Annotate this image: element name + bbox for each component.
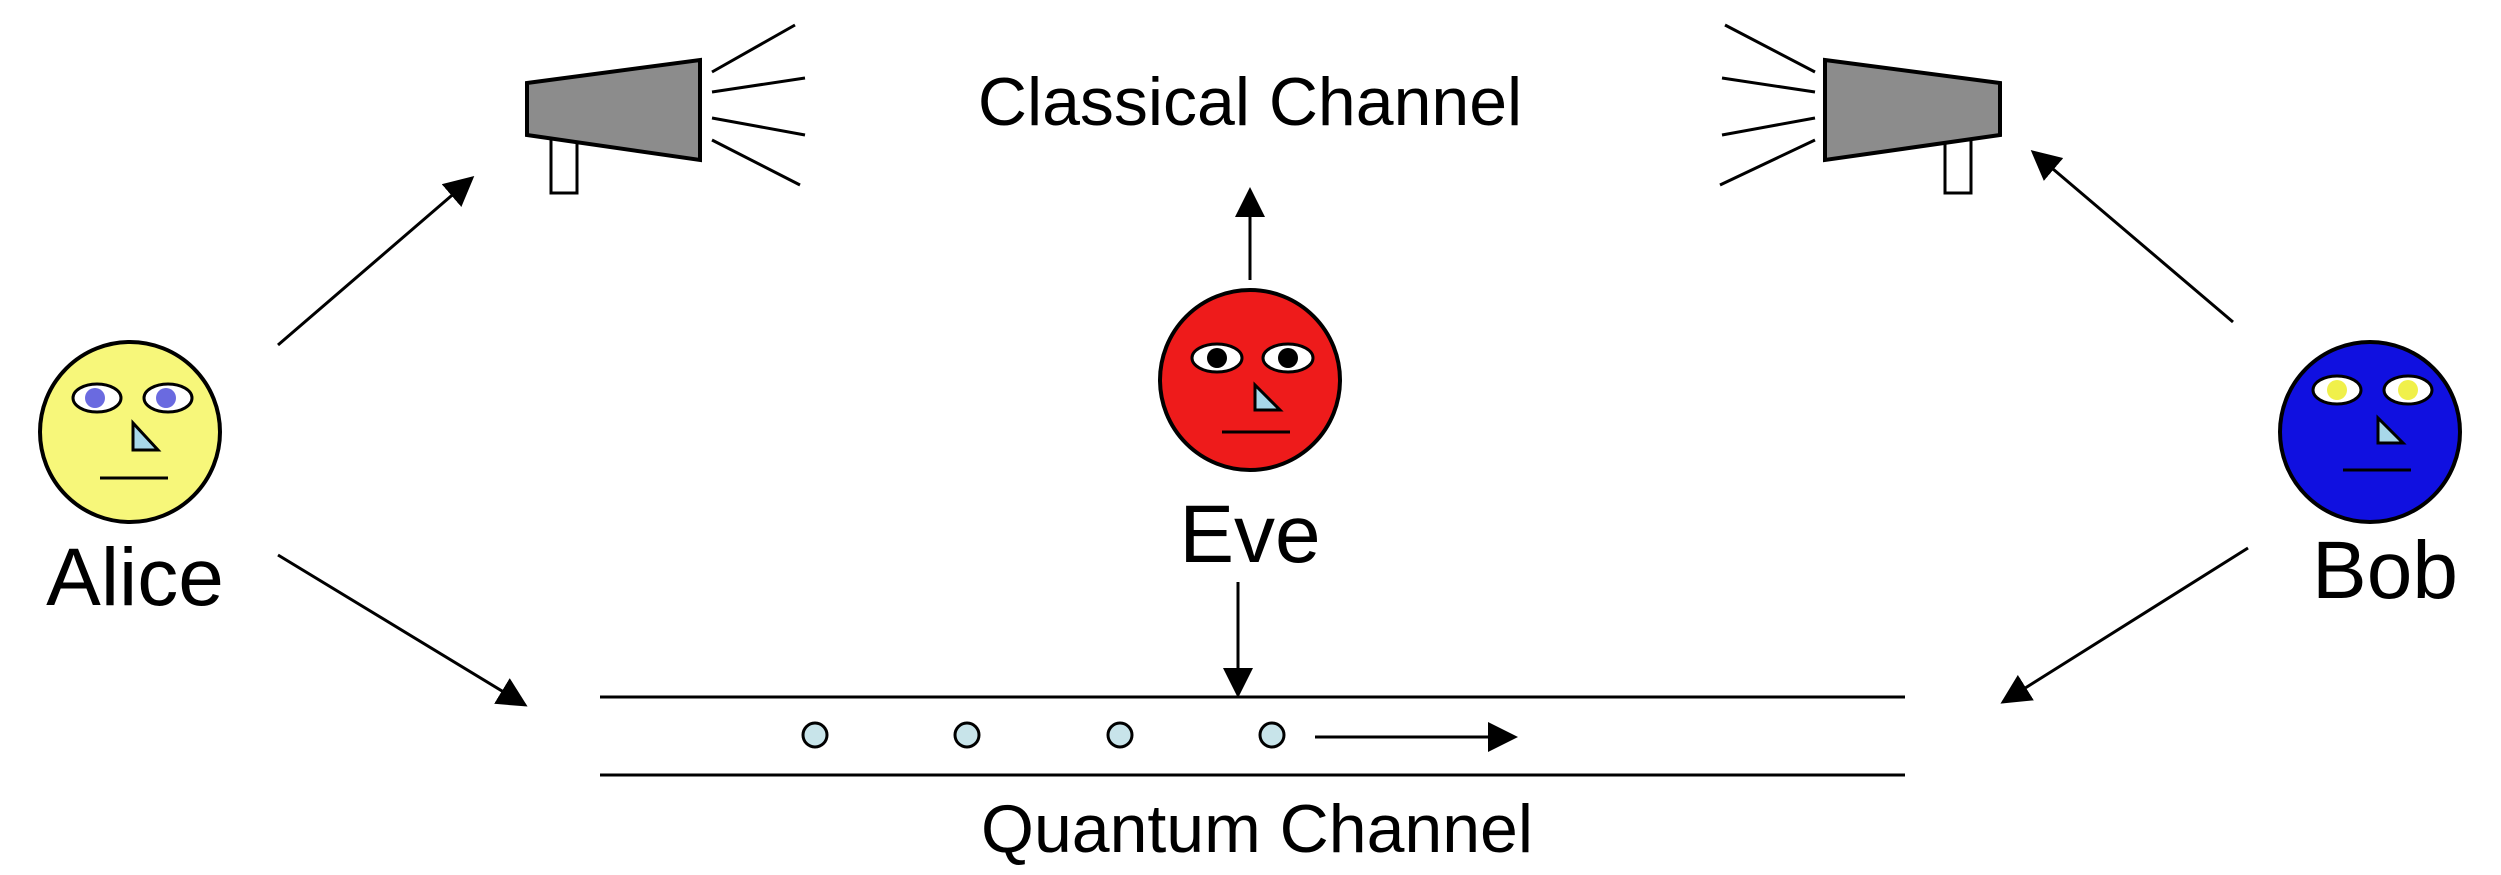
photon-icon: [1258, 721, 1286, 749]
nose: [131, 419, 162, 452]
megaphone-handle: [1943, 133, 1973, 195]
eve-face-icon: [1158, 288, 1342, 472]
left-pupil: [85, 388, 105, 408]
megaphone-handle: [549, 133, 579, 195]
right-pupil: [1278, 348, 1298, 368]
right-megaphone-icon: [1719, 23, 2002, 195]
sound-lines: [711, 23, 806, 187]
megaphone-body: [1823, 57, 2002, 163]
photon-icon: [801, 721, 829, 749]
bob-to-quantum-arrow: [2000, 546, 2249, 704]
left-megaphone-icon: [525, 23, 806, 195]
classical-channel-label: Classical Channel: [978, 64, 1522, 140]
face: [38, 340, 222, 524]
photons: [801, 721, 1286, 749]
alice-to-classical-arrow: [277, 176, 475, 347]
alice-face-icon: [38, 340, 222, 524]
left-pupil: [1207, 348, 1227, 368]
photon-icon: [1106, 721, 1134, 749]
eve-label: Eve: [1179, 489, 1320, 580]
nose: [1253, 381, 1284, 412]
nose: [2376, 414, 2407, 445]
photon-icon: [953, 721, 981, 749]
bob-to-classical-arrow: [2030, 150, 2234, 324]
right-pupil: [156, 388, 176, 408]
alice-label: Alice: [46, 532, 224, 623]
alice-to-quantum-arrow: [277, 553, 528, 707]
quantum-channel-label: Quantum Channel: [981, 791, 1533, 867]
face: [1158, 288, 1342, 472]
right-pupil: [2398, 380, 2418, 400]
arrows: [277, 150, 2249, 752]
face: [2278, 340, 2462, 524]
sound-lines: [1719, 23, 1816, 187]
left-pupil: [2327, 380, 2347, 400]
megaphone-body: [525, 57, 702, 163]
bob-label: Bob: [2312, 525, 2458, 616]
bob-face-icon: [2278, 340, 2462, 524]
